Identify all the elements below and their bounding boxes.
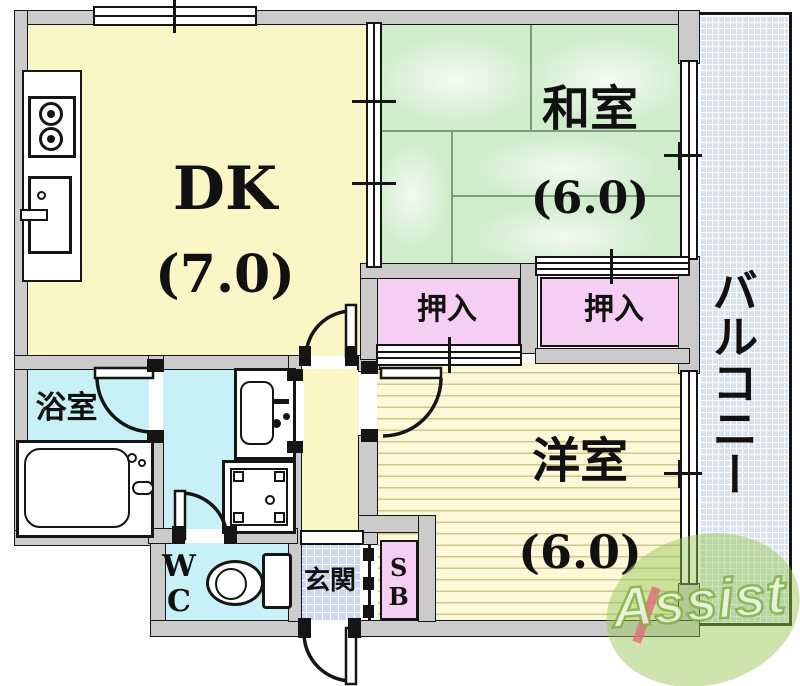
- room-label-washitsu: 和室: [541, 81, 638, 137]
- door-opening: [149, 366, 163, 439]
- bath-faucet-icon: [138, 459, 146, 467]
- vanity-faucet-icon: [273, 399, 289, 404]
- genkan-step: [300, 530, 364, 545]
- window-tick: [352, 182, 396, 185]
- door-opening: [304, 621, 356, 636]
- window-tick: [448, 337, 451, 373]
- sliding-door-fusuma-icon: [366, 22, 382, 268]
- door-opening: [186, 529, 226, 543]
- room-size-dk: (7.0): [155, 244, 295, 305]
- wall: [150, 620, 303, 637]
- balcony-floor: [700, 16, 788, 622]
- toilet-bowl-icon: [206, 560, 264, 606]
- genkan-floor: [298, 540, 362, 622]
- window-tick: [610, 249, 613, 284]
- balcony-window-icon: [680, 370, 698, 585]
- wall: [520, 263, 538, 354]
- bifold-door-mark: [363, 605, 374, 618]
- tatami-line: [378, 130, 690, 132]
- bifold-door-mark: [363, 577, 374, 590]
- tatami-line: [530, 22, 532, 132]
- room-label-shoebox: SB: [384, 553, 414, 611]
- room-size-washitsu: (6.0): [530, 173, 650, 224]
- tub-handle-icon: [132, 481, 154, 495]
- room-label-bathroom: 浴室: [35, 390, 98, 426]
- bath-faucet-icon: [127, 453, 137, 463]
- burner-icon: [39, 127, 63, 151]
- room-label-balcony: バルコニー: [705, 267, 760, 497]
- door-opening: [359, 373, 377, 434]
- drain-icon: [37, 191, 46, 200]
- hallway-floor: [296, 355, 366, 548]
- window-tick: [678, 142, 681, 170]
- shoe-box: [380, 540, 418, 620]
- room-label-wc: WC: [161, 549, 197, 619]
- room-label-closet-right: 押入: [584, 292, 644, 327]
- wall: [678, 10, 700, 64]
- room-label-closet-left: 押入: [417, 292, 477, 327]
- room-label-youshitsu: 洋室: [531, 433, 628, 489]
- faucet-icon: [20, 209, 48, 221]
- toilet-tank-icon: [262, 553, 292, 609]
- window-tick: [664, 472, 702, 475]
- room-label-genkan: 玄関: [303, 566, 356, 596]
- balcony-window-icon: [680, 60, 698, 260]
- room-label-dk: DK: [172, 154, 278, 224]
- door-panel: [344, 626, 358, 686]
- room-size-youshitsu: (6.0): [518, 525, 642, 579]
- window-tick: [678, 460, 681, 488]
- wall: [360, 263, 535, 279]
- vanity-sink-icon: [234, 368, 296, 460]
- wall: [535, 348, 690, 364]
- bathtub-icon: [16, 440, 154, 538]
- closet-left-floor: [374, 277, 520, 347]
- closet-right-floor: [540, 277, 688, 347]
- washer-pan-icon: [222, 460, 296, 534]
- window-tick: [664, 154, 702, 157]
- drain-icon: [265, 495, 275, 505]
- window-tick: [352, 100, 396, 103]
- burner-icon: [39, 102, 63, 126]
- washitsu-tatami-floor: [378, 22, 690, 263]
- window-tick: [173, 0, 176, 33]
- door-opening: [303, 356, 357, 369]
- door-arc: [302, 632, 353, 683]
- tatami-line: [451, 195, 690, 197]
- stove-icon: [28, 96, 76, 158]
- bifold-door-mark: [363, 548, 374, 561]
- wall: [418, 515, 436, 622]
